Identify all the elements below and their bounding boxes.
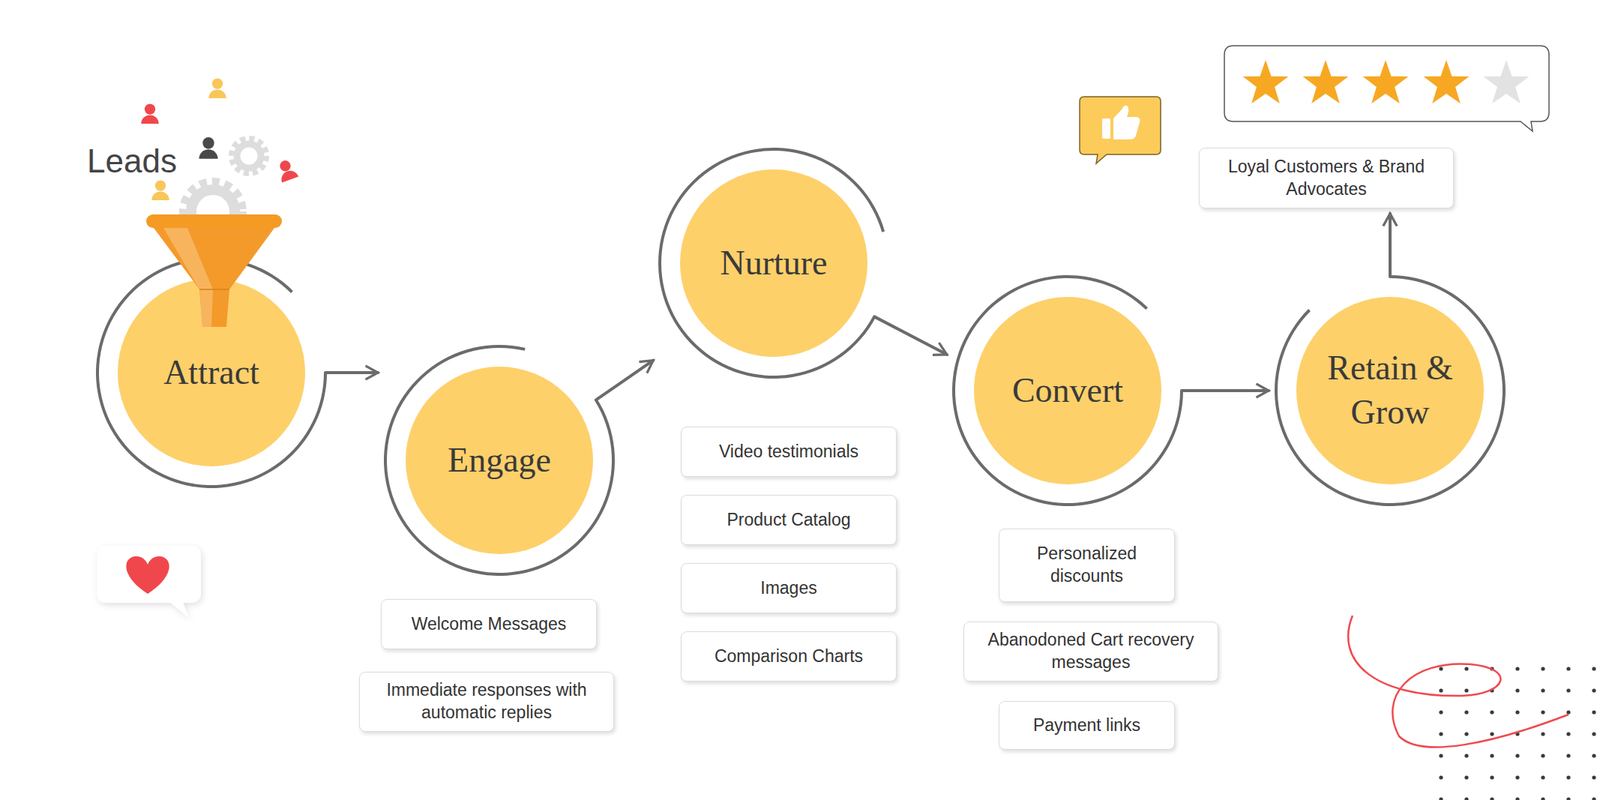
stage-circle: Attract	[95, 256, 328, 489]
thumbs-up-bubble	[1079, 96, 1161, 164]
ring-arc	[383, 344, 615, 576]
circle-fill	[973, 296, 1162, 485]
ring-arc	[1274, 275, 1506, 507]
stage-title: Nurture	[691, 241, 857, 286]
stage-title: Attract	[128, 350, 294, 396]
stage-circle: Convert	[951, 274, 1184, 507]
squiggle	[1348, 615, 1569, 747]
circle-fill	[405, 366, 594, 555]
person-icon	[198, 137, 218, 159]
flow-arrow	[1388, 213, 1392, 277]
box-text: Video testimonials	[719, 440, 859, 464]
rating-bubble	[1224, 45, 1550, 132]
circle-outline	[1273, 274, 1507, 507]
process-box: Images	[680, 563, 897, 614]
circle-fill	[680, 169, 868, 357]
flow-arrow	[596, 360, 654, 401]
process-box: Personalized discounts	[998, 528, 1175, 603]
box-text: Payment links	[1033, 714, 1141, 738]
box-text: Images	[760, 577, 817, 600]
circle-fill	[1296, 296, 1484, 485]
process-box: Comparison Charts	[680, 631, 897, 682]
process-box: Welcome Messages	[380, 599, 597, 650]
box-text: Immediate responses with automatic repli…	[371, 679, 602, 725]
flow-arrow	[325, 371, 378, 375]
stage-circle: Nurture	[657, 146, 890, 380]
process-box: Abanodoned Cart recovery messages	[963, 621, 1219, 682]
box-text: Comparison Charts	[714, 645, 863, 669]
ring-arc	[95, 257, 327, 489]
circle-fill	[117, 278, 306, 467]
box-text: Product Catalog	[727, 509, 851, 532]
box-text: Personalized discounts	[1011, 542, 1163, 588]
ring-arc	[952, 275, 1184, 507]
flow-arrow	[874, 316, 947, 354]
process-box: Immediate responses with automatic repli…	[359, 671, 615, 732]
person-icon	[140, 103, 159, 124]
process-box: Payment links	[998, 701, 1175, 750]
stage-title: Convert	[985, 368, 1151, 414]
heart-bubble	[96, 545, 201, 618]
box-text: Welcome Messages	[411, 613, 567, 636]
box-text: Loyal Customers & Brand Advocates	[1211, 155, 1442, 201]
flow-arrow	[1181, 389, 1269, 393]
stage-circle: Retain & Grow	[1273, 274, 1507, 507]
box-text: Abanodoned Cart recovery messages	[976, 629, 1206, 675]
process-box: Product Catalog	[680, 494, 897, 546]
person-icon	[275, 158, 299, 183]
person-icon	[151, 179, 169, 201]
person-icon	[208, 77, 226, 99]
process-box: Loyal Customers & Brand Advocates	[1198, 147, 1454, 209]
stage-title: Retain & Grow	[1307, 346, 1473, 435]
label-text: Leads	[86, 142, 177, 180]
gear-icon	[182, 138, 267, 242]
stage-title: Engage	[416, 438, 582, 483]
stage-circle: Engage	[383, 344, 616, 577]
ring-arc	[658, 147, 885, 379]
process-box: Video testimonials	[680, 426, 897, 477]
